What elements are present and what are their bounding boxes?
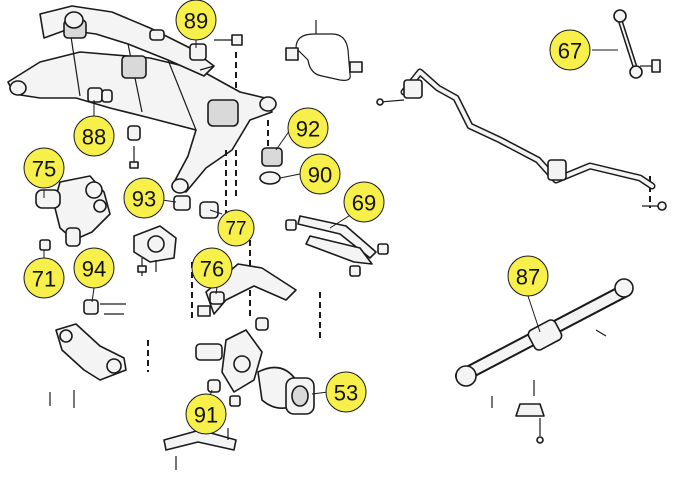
callout-53: 53 xyxy=(325,371,367,413)
callout-label: 69 xyxy=(352,191,376,216)
callout-92: 92 xyxy=(287,107,329,149)
propeller-shaft xyxy=(455,278,634,444)
callout-label: 87 xyxy=(516,265,540,290)
callout-87: 87 xyxy=(507,255,549,297)
hub-backing-and-bushing xyxy=(257,366,315,415)
stabilizer-link xyxy=(613,9,661,79)
callout-69: 69 xyxy=(343,181,385,223)
callout-label: 88 xyxy=(82,125,106,150)
callout-label: 94 xyxy=(82,257,106,282)
lower-link xyxy=(163,428,237,470)
toe-link-arms xyxy=(285,215,389,277)
callout-label: 91 xyxy=(194,403,218,428)
callout-88: 88 xyxy=(73,115,115,157)
callout-label: 92 xyxy=(296,117,320,142)
callout-93: 93 xyxy=(123,177,165,219)
callout-label: 93 xyxy=(132,187,156,212)
callout-label: 77 xyxy=(225,219,246,240)
callout-label: 53 xyxy=(334,381,358,406)
callout-label: 67 xyxy=(558,39,582,64)
callout-89: 89 xyxy=(175,0,217,41)
subframe-mount-bushings xyxy=(259,147,283,185)
callout-label: 75 xyxy=(32,157,56,182)
trailing-arm-bracket xyxy=(133,195,219,276)
rear-knuckle-left xyxy=(35,175,111,251)
callout-75: 75 xyxy=(23,147,65,189)
callout-90: 90 xyxy=(299,153,341,195)
lower-control-arm xyxy=(49,299,127,408)
callout-77: 77 xyxy=(217,209,255,247)
callout-67: 67 xyxy=(549,29,591,71)
hub-carrier xyxy=(195,329,263,407)
callout-71: 71 xyxy=(23,257,65,299)
callout-76: 76 xyxy=(191,247,233,289)
callout-94: 94 xyxy=(73,247,115,289)
callout-label: 71 xyxy=(32,267,56,292)
wiring-harness xyxy=(285,20,363,81)
callout-91: 91 xyxy=(185,393,227,435)
callout-label: 90 xyxy=(308,163,332,188)
stabilizer-bar xyxy=(376,68,667,211)
subframe-bushings xyxy=(87,34,243,169)
rear-subframe xyxy=(7,5,277,194)
callout-label: 89 xyxy=(184,9,208,34)
callout-label: 76 xyxy=(200,257,224,282)
